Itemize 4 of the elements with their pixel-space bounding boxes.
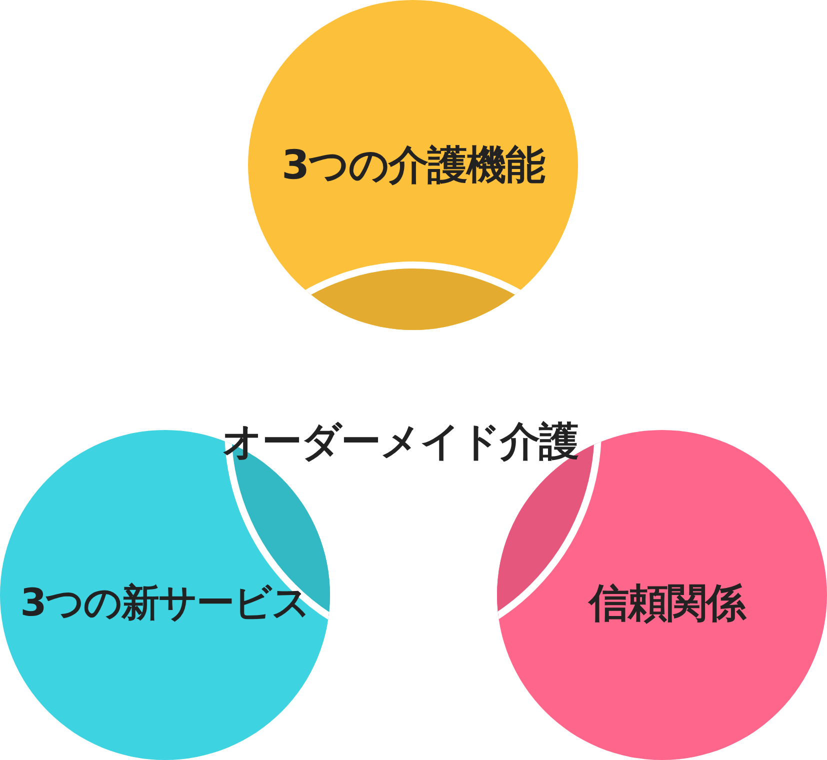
circle-label: 3つの介護機能 xyxy=(282,142,544,190)
circle-label: 3つの新サービス xyxy=(20,580,310,626)
circle-label: 信頼関係 xyxy=(589,580,745,628)
center-label: オーダーメイド介護 xyxy=(222,418,578,467)
